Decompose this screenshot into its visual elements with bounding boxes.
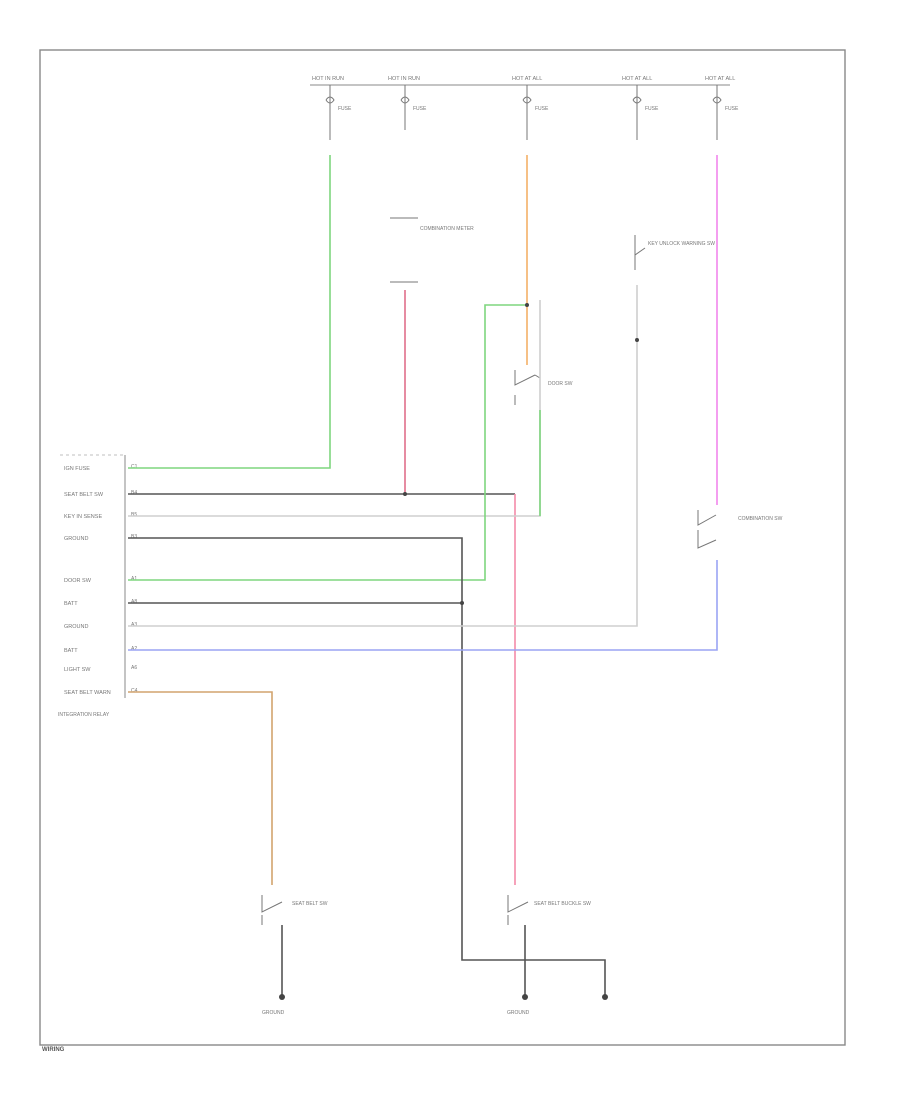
- ground-symbol-3: [602, 994, 608, 1000]
- fuse-1: FUSE: [325, 85, 352, 140]
- junction-dot: [635, 338, 639, 342]
- integration-module: [60, 454, 126, 698]
- module-pin-number: B4: [131, 490, 137, 496]
- module-pin-number: A8: [131, 599, 137, 605]
- footer-text: WIRING: [42, 1047, 65, 1053]
- ground-1-label: GROUND: [262, 1010, 285, 1016]
- module-pin-label: DOOR SW: [64, 578, 92, 584]
- module-pin-label: LIGHT SW: [64, 667, 91, 673]
- fuse-3-label: FUSE: [535, 106, 549, 112]
- fuse-4: FUSE: [632, 85, 659, 140]
- module-pin-label: GROUND: [64, 624, 88, 630]
- fuse-5: FUSE: [712, 85, 739, 140]
- door-switch-symbol: [514, 370, 541, 405]
- wire-green-door: [128, 304, 527, 581]
- module-pin-number: A6: [131, 665, 137, 671]
- fuse-5-label: FUSE: [725, 106, 739, 112]
- combination-sw-label: COMBINATION SW: [738, 516, 783, 522]
- hot-label-4: HOT AT ALL: [622, 76, 652, 82]
- meter-connector: [390, 217, 418, 283]
- module-pin-label: BATT: [64, 601, 78, 607]
- module-pin-number: A2: [131, 646, 137, 652]
- junction-dot: [460, 601, 464, 605]
- module-pin-number: A1: [131, 576, 137, 582]
- diagram-frame: [39, 49, 846, 1046]
- fuse-1-label: FUSE: [338, 106, 352, 112]
- module-pin-label: GROUND: [64, 536, 88, 542]
- module-pin-label: BATT: [64, 648, 78, 654]
- module-pin-number: B5: [131, 512, 137, 518]
- door-sw-label: DOOR SW: [548, 381, 573, 387]
- module-pin-label: IGN FUSE: [64, 466, 90, 472]
- fuse-2-label: FUSE: [413, 106, 427, 112]
- combination-switch-symbol: [697, 510, 717, 549]
- module-pin-label: KEY IN SENSE: [64, 514, 102, 520]
- seat-belt-switch-symbol: [261, 895, 283, 925]
- module-pin-number: B3: [131, 534, 137, 540]
- combination-meter-label: COMBINATION METER: [420, 226, 474, 232]
- seat-belt-buckle-label: SEAT BELT BUCKLE SW: [534, 901, 591, 907]
- module-pin-number: A3: [131, 622, 137, 628]
- wire-tan-warn: [128, 691, 273, 885]
- wire-batt-key: [128, 285, 638, 627]
- hot-label-3: HOT AT ALL: [512, 76, 542, 82]
- key-sw-label: KEY UNLOCK WARNING SW: [648, 241, 715, 247]
- module-name-label: INTEGRATION RELAY: [58, 712, 110, 718]
- junction-dot: [525, 303, 529, 307]
- key-switch-symbol: [634, 235, 646, 270]
- fuse-2: FUSE: [400, 85, 427, 130]
- module-pin-number: C1: [131, 464, 138, 470]
- wire-blue-light: [128, 560, 718, 651]
- hot-label-5: HOT AT ALL: [705, 76, 735, 82]
- wire-green-ign: [128, 155, 331, 469]
- fuse-3: FUSE: [522, 85, 549, 140]
- buckle-switch-symbol: [507, 895, 529, 925]
- fuse-4-label: FUSE: [645, 106, 659, 112]
- hot-label-2: HOT IN RUN: [388, 76, 420, 82]
- hot-label-1: HOT IN RUN: [312, 76, 344, 82]
- wire-key-sense: [128, 300, 541, 517]
- ground-2-label: GROUND: [507, 1010, 530, 1016]
- module-pin-label: SEAT BELT WARN: [64, 690, 111, 696]
- ground-symbol-2: GROUND: [507, 994, 530, 1016]
- junction-dot: [403, 492, 407, 496]
- seat-belt-sw-label: SEAT BELT SW: [292, 901, 328, 907]
- module-pin-label: SEAT BELT SW: [64, 492, 104, 498]
- ground-symbol-1: GROUND: [262, 994, 285, 1016]
- module-pin-number: C4: [131, 688, 138, 694]
- wire-ground-main: [128, 537, 606, 995]
